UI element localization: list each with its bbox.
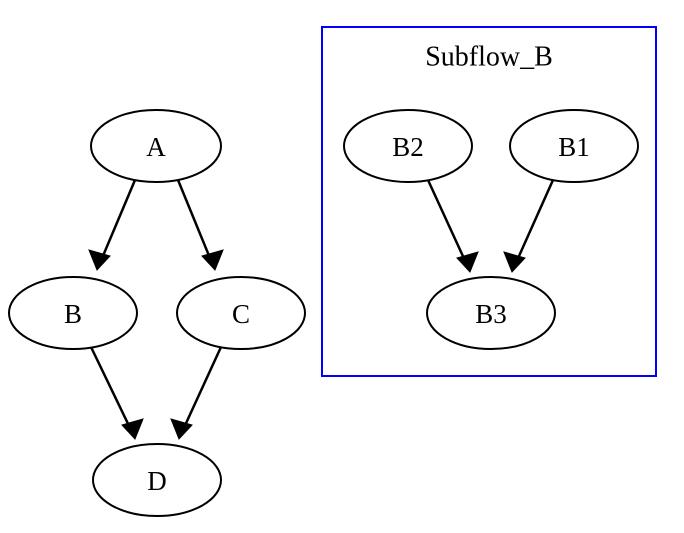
cluster-subflow-b-border [321, 26, 657, 377]
cluster-subflow-b[interactable]: Subflow_B [321, 26, 657, 377]
node-b1-label: B1 [558, 132, 590, 162]
node-d-label: D [147, 466, 167, 496]
edge-b2-b3[interactable] [426, 179, 479, 273]
edge-b-d-line [89, 346, 134, 433]
edge-a-b-line [98, 179, 137, 264]
node-a-label: A [146, 132, 166, 162]
edge-c-d-arrowhead [170, 418, 193, 440]
edge-b-d-arrowhead [121, 418, 144, 440]
node-c-shape [176, 276, 306, 350]
edge-b1-b3-line [513, 179, 555, 266]
edge-a-c[interactable] [176, 179, 224, 271]
edge-a-b-arrowhead [88, 249, 111, 271]
node-b2-label: B2 [392, 132, 424, 162]
edge-b1-b3-arrowhead [503, 251, 526, 273]
edge-b2-b3-line [426, 179, 469, 266]
edge-a-c-line [176, 179, 214, 264]
node-c-label: C [232, 299, 250, 329]
edge-a-c-arrowhead [201, 249, 224, 271]
node-b1[interactable]: B1 [509, 109, 639, 183]
node-b3[interactable]: B3 [426, 276, 556, 350]
node-b[interactable]: B [8, 276, 138, 350]
node-d[interactable]: D [92, 443, 222, 517]
edge-b-d[interactable] [89, 346, 144, 440]
edge-b2-b3-arrowhead [456, 251, 479, 273]
edge-a-b[interactable] [88, 179, 137, 271]
node-b2-shape [343, 109, 473, 183]
node-c[interactable]: C [176, 276, 306, 350]
node-a[interactable]: A [90, 109, 222, 183]
node-b3-shape [426, 276, 556, 350]
node-b1-shape [509, 109, 639, 183]
edge-c-d[interactable] [170, 346, 223, 440]
node-a-shape [90, 109, 222, 183]
edge-c-d-line [180, 346, 223, 433]
node-d-shape [92, 443, 222, 517]
cluster-subflow-b-label: Subflow_B [425, 42, 553, 73]
node-b-shape [8, 276, 138, 350]
node-b3-label: B3 [475, 299, 507, 329]
node-b2[interactable]: B2 [343, 109, 473, 183]
node-b-label: B [64, 299, 82, 329]
edge-b1-b3[interactable] [503, 179, 555, 273]
